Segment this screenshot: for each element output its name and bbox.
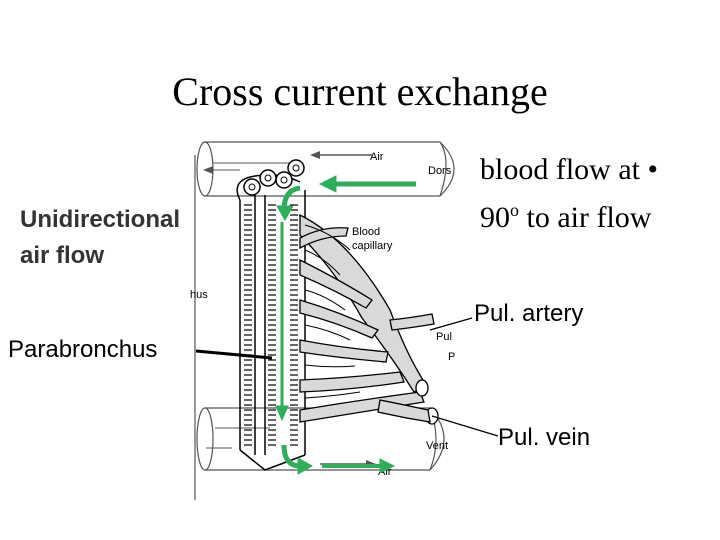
blood-flow-label: blood flow at • 90o to air flow bbox=[480, 150, 658, 238]
pul-label: Pul bbox=[436, 331, 452, 343]
unidirectional-line-2: air flow bbox=[20, 242, 105, 269]
blood-flow-line-2: 90o to air flow bbox=[480, 190, 658, 238]
capillary-label: capillary bbox=[352, 240, 393, 252]
capillary-mesh bbox=[304, 224, 361, 399]
blood-flow-angle: 90 bbox=[480, 201, 510, 234]
hus-label: hus bbox=[190, 289, 208, 301]
capillary-ticks bbox=[244, 204, 298, 446]
top-air-tube bbox=[196, 141, 455, 197]
dorsal-label: Dors bbox=[428, 165, 452, 177]
blood-label: Blood bbox=[352, 226, 380, 238]
green-flow-arrows bbox=[275, 175, 416, 475]
air-label-top: Air bbox=[370, 151, 384, 163]
page-title: Cross current exchange bbox=[172, 69, 548, 114]
pul-vein-label: Pul. vein bbox=[498, 424, 591, 451]
unidirectional-line-1: Unidirectional bbox=[20, 206, 181, 233]
pul-artery-label: Pul. artery bbox=[474, 300, 584, 327]
blood-flow-line-2-rest: to air flow bbox=[519, 201, 652, 234]
vent-label: Vent bbox=[426, 440, 448, 452]
unidirectional-air-flow-label: Unidirectional air flow bbox=[20, 202, 180, 274]
parabronchus-label: Parabronchus bbox=[8, 336, 158, 363]
pointer-lines bbox=[195, 317, 499, 437]
vessel-tree bbox=[299, 213, 439, 425]
blood-flow-line-1: blood flow at • bbox=[480, 153, 658, 186]
degree-superscript: o bbox=[510, 200, 519, 220]
p-label: P bbox=[448, 351, 455, 363]
